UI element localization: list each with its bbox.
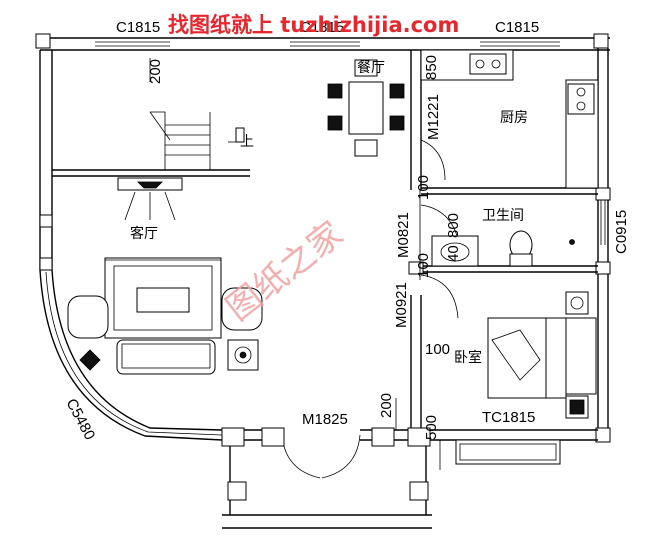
watermark-top: 找图纸就上 tuzhizhijia.com bbox=[168, 13, 459, 37]
label-c1815-left: C1815 bbox=[116, 19, 160, 36]
label-dim-200-left: 200 bbox=[147, 59, 164, 84]
corner-column-tr bbox=[593, 33, 609, 49]
sofa-set bbox=[67, 257, 263, 375]
bathroom-fixtures bbox=[431, 230, 575, 267]
label-m0821: M0821 bbox=[395, 212, 412, 258]
curved-bay-window bbox=[39, 269, 223, 441]
label-tc1815: TC1815 bbox=[482, 409, 535, 426]
dining-set bbox=[327, 59, 405, 157]
label-m1221: M1221 bbox=[425, 94, 442, 140]
label-c1815-right: C1815 bbox=[495, 19, 539, 36]
room-living: 客厅 bbox=[130, 225, 158, 242]
label-dim-850: 850 bbox=[423, 55, 440, 80]
dimension-ticks bbox=[149, 58, 441, 470]
label-c0915: C0915 bbox=[613, 210, 630, 254]
ceiling-lamp bbox=[117, 177, 183, 221]
room-kitchen: 厨房 bbox=[500, 110, 528, 126]
label-dim-500: 500 bbox=[423, 415, 440, 440]
top-wall bbox=[40, 37, 610, 51]
label-dim-800: 800 bbox=[445, 213, 462, 238]
stairs-up-label: 上 bbox=[240, 134, 254, 150]
room-bedroom: 卧室 bbox=[454, 349, 482, 366]
label-dim-100-b: 100 bbox=[415, 253, 432, 278]
label-c1815-mid: C1815 bbox=[300, 19, 344, 36]
room-dining: 餐厅 bbox=[357, 60, 385, 76]
kitchen-fixtures bbox=[420, 49, 599, 189]
bedroom-furniture bbox=[487, 291, 597, 419]
label-dim-100-a: 100 bbox=[415, 175, 432, 200]
label-dim-200-bottom: 200 bbox=[378, 393, 395, 418]
label-m0921: M0921 bbox=[393, 282, 410, 328]
staircase bbox=[52, 111, 250, 177]
label-c5480: C5480 bbox=[62, 396, 98, 443]
label-dim-100-c: 100 bbox=[425, 341, 450, 358]
bottom-wall bbox=[221, 427, 598, 529]
watermark-center: 图纸之家 bbox=[219, 214, 351, 329]
room-bathroom: 卫生间 bbox=[482, 208, 524, 224]
left-wall bbox=[39, 50, 53, 271]
corner-column-tl bbox=[35, 33, 51, 49]
label-dim-40: 40 bbox=[445, 245, 462, 262]
label-m1825: M1825 bbox=[302, 411, 348, 428]
